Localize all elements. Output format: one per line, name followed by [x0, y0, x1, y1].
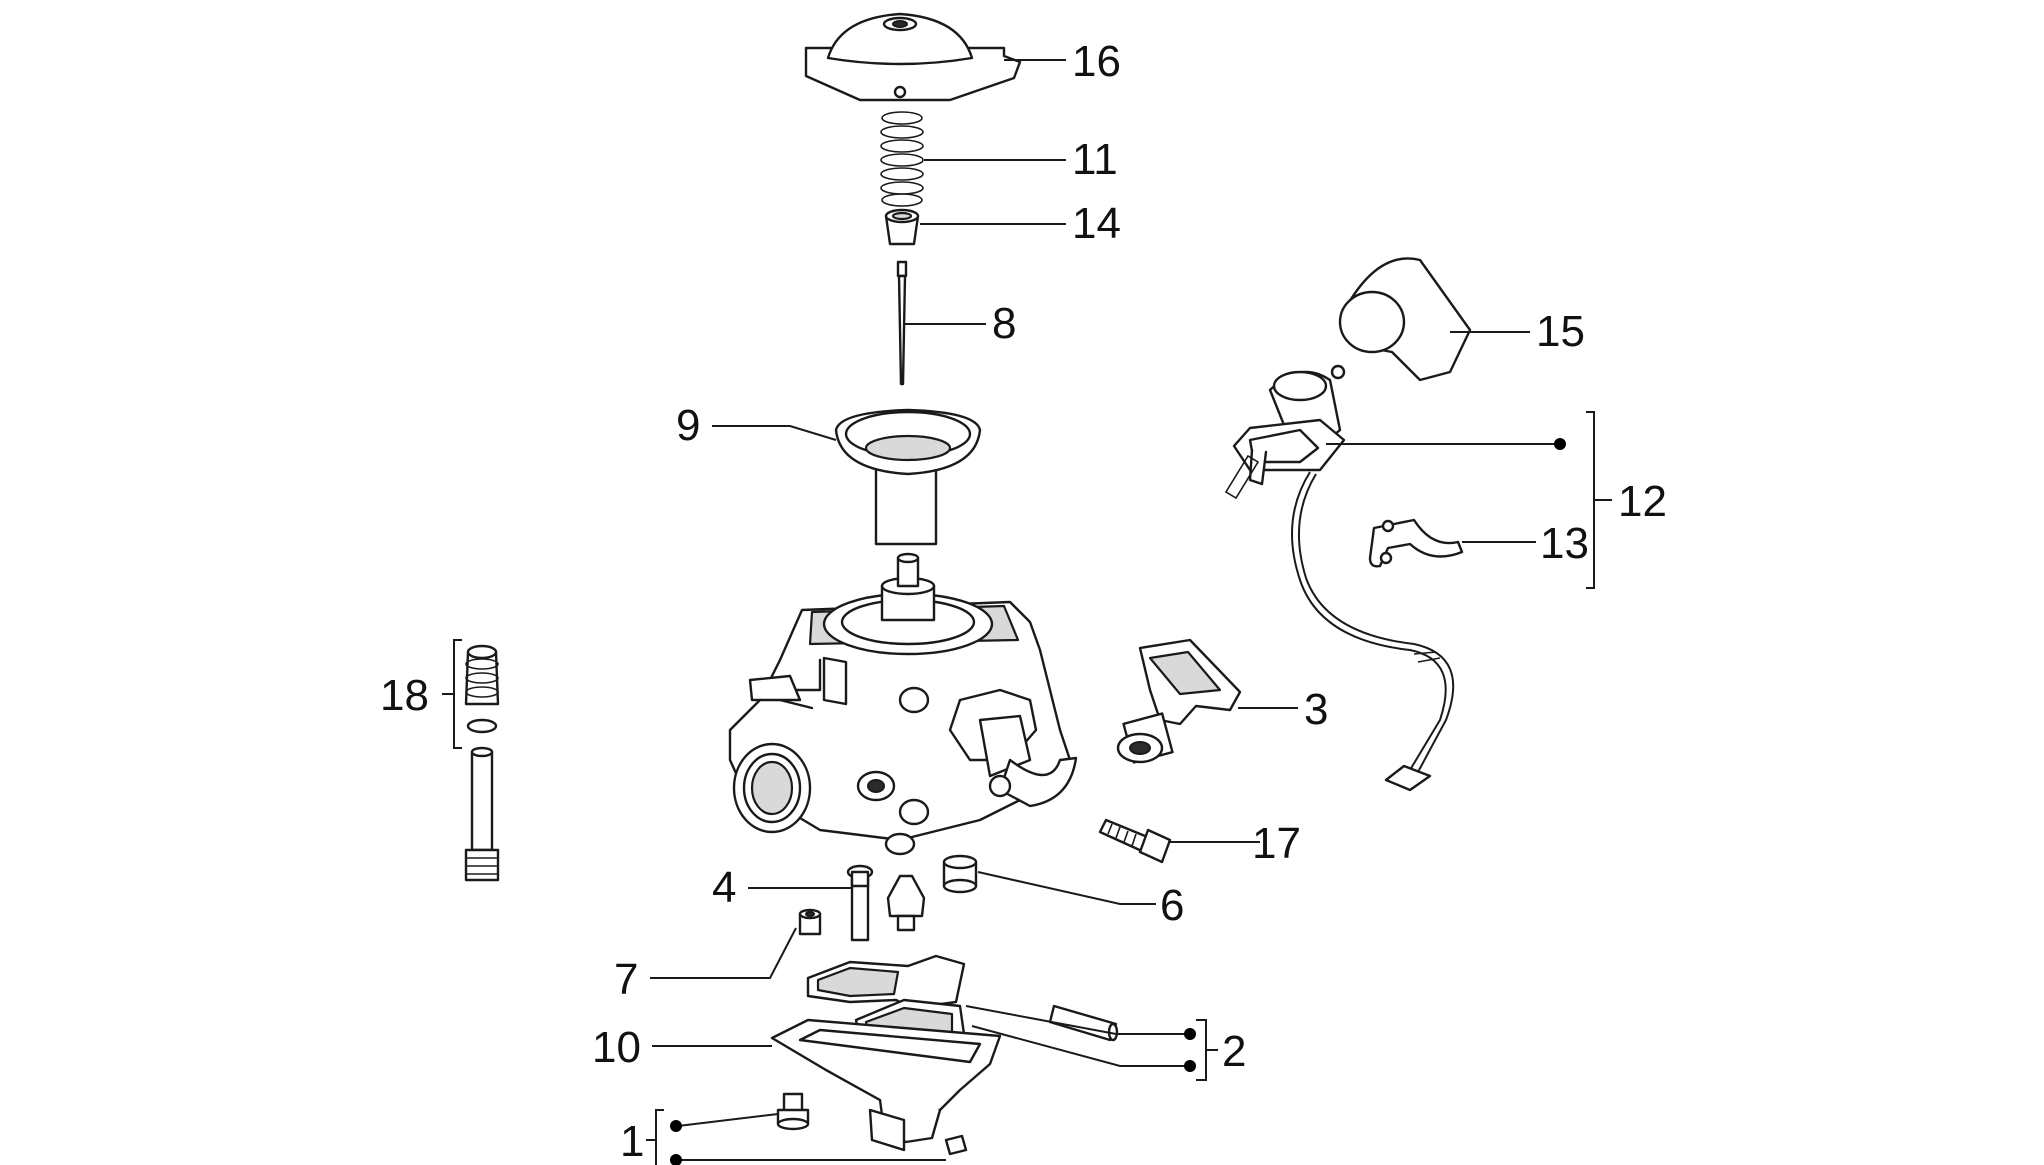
part-18-screw-assembly	[464, 644, 500, 882]
part-4-jet-holder	[846, 864, 926, 942]
part-13-bracket	[1368, 518, 1464, 568]
carburetor-body	[728, 552, 1078, 856]
part-14-spring-seat	[884, 208, 920, 246]
callout-10: 10	[592, 1023, 641, 1072]
part-11-spring	[880, 111, 924, 207]
part-7-small-jet	[798, 908, 822, 936]
part-6-plug	[942, 854, 978, 894]
callout-15: 15	[1536, 307, 1585, 356]
part-1-screws	[776, 1092, 968, 1156]
callout-11: 11	[1072, 135, 1118, 184]
callout-13: 13	[1540, 519, 1589, 568]
part-3-starter-block	[1116, 638, 1242, 764]
callout-9: 9	[676, 401, 700, 450]
callout-12: 12	[1618, 477, 1667, 526]
leader-dots	[670, 438, 1566, 1165]
part-15-cap	[1338, 257, 1472, 382]
callout-1: 1	[620, 1117, 644, 1165]
callout-17: 17	[1252, 819, 1301, 868]
leader-lines	[442, 59, 1612, 1165]
callout-3: 3	[1304, 685, 1328, 734]
callout-16: 16	[1072, 37, 1121, 86]
part-17-screw	[1098, 818, 1172, 864]
part-16-vacuum-cover	[804, 12, 1022, 102]
callout-4: 4	[712, 863, 736, 912]
callout-6: 6	[1160, 881, 1184, 930]
callout-18: 18	[380, 671, 429, 720]
callout-7: 7	[614, 955, 638, 1004]
part-12-starter-valve-cable	[1224, 364, 1455, 792]
part-9-diaphragm-slide	[834, 408, 982, 546]
callout-2: 2	[1222, 1027, 1246, 1076]
callout-8: 8	[992, 299, 1016, 348]
callout-labels: 16 11 14 8 9 15 12 13 3 17 6 4 7 10 2 1 …	[380, 37, 1667, 1165]
callout-14: 14	[1072, 199, 1121, 248]
part-8-jet-needle	[896, 260, 908, 386]
part-10-float-bowl	[770, 1018, 1002, 1152]
